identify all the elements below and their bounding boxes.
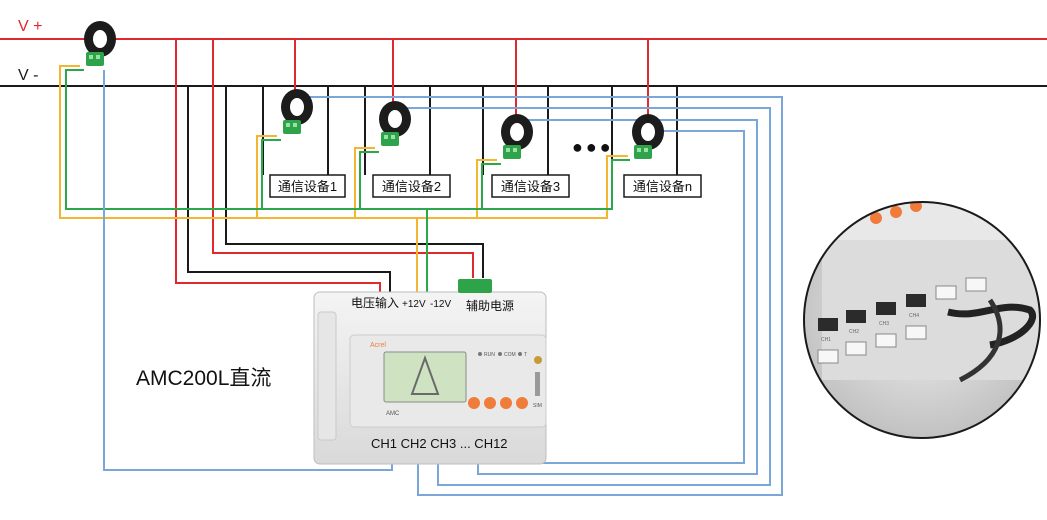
ground-lines bbox=[65, 69, 630, 300]
channels-label: CH1 CH2 CH3 ... CH12 bbox=[371, 436, 508, 451]
aux-power-label: 辅助电源 bbox=[466, 299, 514, 313]
device-label: 通信设备3 bbox=[501, 179, 560, 194]
signal-lines bbox=[59, 65, 628, 300]
meter-brand: Acrel bbox=[370, 342, 386, 349]
device-n: 通信设备n bbox=[623, 174, 702, 198]
sensor-n bbox=[632, 114, 664, 159]
positive-rail-label: V + bbox=[18, 18, 42, 35]
inset-port-label: CH4 bbox=[909, 313, 919, 319]
power-plus-label: +12V bbox=[402, 299, 426, 310]
led-label-t: T bbox=[524, 352, 527, 358]
negative-drops bbox=[187, 86, 678, 292]
lcd-triangle-icon bbox=[410, 355, 440, 395]
device-label: 通信设备2 bbox=[382, 179, 441, 194]
zoom-inset: CH1 CH2 CH3 CH4 bbox=[803, 201, 1041, 439]
inset-port-label: CH2 bbox=[849, 329, 859, 335]
led-label-com: COM bbox=[504, 352, 516, 358]
device-3: 通信设备3 bbox=[491, 174, 570, 198]
led-label-run: RUN bbox=[484, 352, 495, 358]
set-button[interactable] bbox=[468, 397, 480, 409]
sensor-2 bbox=[379, 101, 411, 146]
inset-port-label: CH3 bbox=[879, 321, 889, 327]
inset-port-label: CH1 bbox=[821, 337, 831, 343]
meter-side-label: SIM bbox=[533, 403, 542, 409]
up-button[interactable] bbox=[484, 397, 496, 409]
meter-model-label: AMC200L直流 bbox=[136, 367, 271, 390]
ellipsis-dots: ●●● bbox=[572, 137, 614, 157]
device-2: 通信设备2 bbox=[372, 174, 451, 198]
down-button[interactable] bbox=[500, 397, 512, 409]
sensor-3 bbox=[501, 114, 533, 159]
meter-lcd bbox=[383, 351, 467, 403]
device-label: 通信设备n bbox=[633, 179, 692, 194]
device-1: 通信设备1 bbox=[269, 174, 346, 198]
enter-button[interactable] bbox=[516, 397, 528, 409]
device-label: 通信设备1 bbox=[278, 179, 337, 194]
negative-rail-label: V - bbox=[18, 67, 38, 84]
meter-panel-label: AMC bbox=[386, 411, 400, 417]
power-minus-label: -12V bbox=[430, 299, 451, 310]
meter: Acrel AMC RUN COM T SIM 电压输入 +12V -12V 辅… bbox=[313, 279, 547, 465]
rails: V + V - bbox=[0, 18, 1047, 87]
network-cable-icon bbox=[947, 303, 1036, 349]
voltage-input-label: 电压输入 bbox=[351, 295, 399, 310]
sensor-main bbox=[84, 21, 116, 66]
aux-terminal-icon bbox=[458, 279, 492, 293]
antenna-icon bbox=[534, 356, 542, 364]
sensor-1 bbox=[281, 89, 313, 134]
positive-drops bbox=[175, 39, 649, 292]
